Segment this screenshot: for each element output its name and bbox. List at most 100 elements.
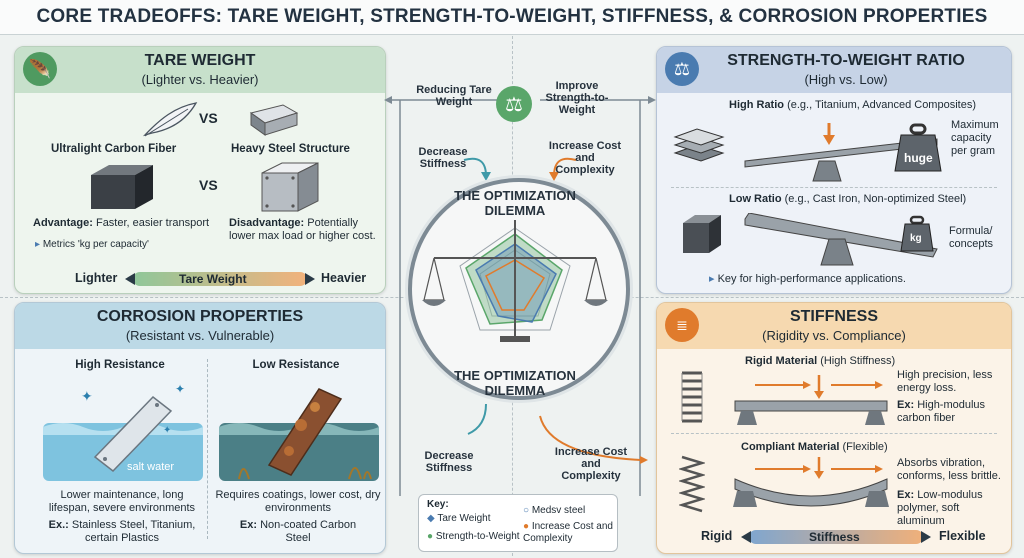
rigid-beam-illustration — [734, 375, 888, 425]
key-cost-text: Increase Cost and Complexity — [523, 521, 613, 544]
kg-weight-label: kg — [910, 233, 922, 244]
center-balance-icon: ⚖ — [496, 86, 532, 122]
legend-key: Key: ◆ Tare Weight ● Strength-to-Weight … — [418, 494, 618, 552]
high-ratio-heading: High Ratio (e.g., Titanium, Advanced Com… — [729, 99, 1009, 112]
rigid-ex-text: High-modulus carbon fiber — [897, 399, 986, 424]
feather-illustration — [142, 102, 198, 137]
corrosion-header: CORROSION PROPERTIES (Resistant vs. Vuln… — [15, 303, 385, 349]
flexible-beam-illustration — [733, 457, 889, 507]
disadvantage-text: Potentially lower max load or higher cos… — [229, 217, 376, 242]
balance-scale-icon: ⚖ — [665, 52, 699, 86]
rigid-ex-label: Ex: — [897, 399, 915, 411]
ring-icon: ○ — [523, 505, 530, 516]
advantage-text: Faster, easier transport — [95, 217, 210, 229]
comp-ex-text: Low-modulus polymer, soft aluminum — [897, 489, 983, 527]
stiffness-scale-left: Rigid — [701, 529, 733, 543]
high-ratio-example: (e.g., Titanium, Advanced Composites) — [787, 99, 976, 111]
low-ratio-label: Low Ratio — [729, 193, 782, 205]
decrease-stiffness-top-label: Decrease Stiffness — [418, 146, 468, 170]
huge-weight-illustration — [894, 123, 942, 172]
vs-label-1: VS — [199, 110, 218, 126]
low-resistance-desc: Requires coatings, lower cost, dry envir… — [215, 489, 381, 514]
stiffness-subtitle: (Rigidity vs. Compliance) — [762, 328, 906, 343]
spring-icon: ≣ — [665, 308, 699, 342]
heavy-steel-structure-label: Heavy Steel Structure — [231, 143, 350, 155]
low-ratio-lever — [744, 213, 938, 266]
dilemma-top-title: THE OPTIMIZATION DILEMMA — [454, 188, 576, 218]
high-resistance-example: Ex.: Stainless Steel, Titanium, certain … — [39, 519, 205, 545]
high-ex-text: Stainless Steel, Titanium, certain Plast… — [71, 519, 196, 544]
strength-title: STRENGTH-TO-WEIGHT RATIO — [727, 52, 965, 69]
page-title: CORE TRADEOFFS: TARE WEIGHT, STRENGTH-TO… — [0, 0, 1024, 35]
tare-weight-header: 🪶 TARE WEIGHT (Lighter vs. Heavier) — [15, 47, 385, 93]
rigid-note: High precision, less energy loss. — [897, 369, 993, 394]
stiffness-header: ≣ STIFFNESS (Rigidity vs. Compliance) — [657, 303, 1011, 349]
rigid-example: Ex: High-modulus carbon fiber — [897, 399, 1007, 425]
rigid-material-heading: Rigid Material (High Stiffness) — [745, 355, 945, 368]
dot-icon: ● — [427, 531, 434, 542]
strength-to-weight-panel: ⚖ STRENGTH-TO-WEIGHT RATIO (High vs. Low… — [656, 46, 1012, 294]
key-tare-text: Tare Weight — [437, 513, 491, 524]
svg-text:✦: ✦ — [175, 382, 185, 396]
key-applications-text: Key for high-performance applications. — [717, 273, 906, 285]
strength-divider — [671, 187, 997, 188]
compliant-example: Ex: Low-modulus polymer, soft aluminum — [897, 489, 1009, 528]
corrosion-panel: CORROSION PROPERTIES (Resistant vs. Vuln… — [14, 302, 386, 554]
low-resistance-title: Low Resistance — [252, 359, 340, 371]
stiff-spring-illustration — [681, 371, 703, 423]
svg-text:✦: ✦ — [163, 425, 171, 436]
key-title: Key: — [427, 499, 449, 510]
vs-label-2: VS — [199, 177, 218, 193]
diamond-icon: ◆ — [427, 513, 435, 524]
rusty-plate-in-water-illustration — [219, 388, 379, 481]
key-item-cost: ● Increase Cost and Complexity — [523, 521, 615, 545]
kg-weight-illustration — [900, 215, 934, 252]
high-ratio-lever — [744, 123, 938, 182]
tare-weight-subtitle: (Lighter vs. Heavier) — [141, 72, 259, 87]
soft-spring-illustration — [679, 455, 705, 513]
radar-balance-chart — [422, 220, 608, 342]
high-ex-label: Ex.: — [48, 519, 69, 531]
tare-scale-mid: Tare Weight — [179, 272, 247, 286]
tare-scale-arrow — [125, 272, 315, 286]
stainless-plate-in-water-illustration: ✦ ✦ ✦ — [43, 382, 203, 481]
orange-dot-icon: ● — [523, 521, 530, 532]
high-resistance-title: High Resistance — [75, 359, 165, 371]
ultralight-carbon-fiber-label: Ultralight Carbon Fiber — [51, 143, 177, 155]
tare-disadvantage: Disadvantage: Potentially lower max load… — [229, 217, 379, 243]
disadvantage-label: Disadvantage: — [229, 217, 305, 229]
composite-plates-illustration — [673, 128, 725, 162]
stiffness-panel: ≣ STIFFNESS (Rigidity vs. Compliance) Ri… — [656, 302, 1012, 554]
metric-text: Metrics 'kg per capacity' — [42, 239, 149, 250]
stiffness-scale-arrow — [741, 530, 931, 544]
improve-strength-label: Improve Strength-to-Weight — [545, 80, 609, 116]
corrosion-divider — [207, 359, 208, 539]
decrease-stiffness-bottom-label: Decrease Stiffness — [424, 450, 474, 474]
increase-cost-top-label: Increase Cost and Complexity — [548, 140, 622, 176]
stiffness-divider — [671, 433, 997, 434]
steel-cube-illustration — [261, 162, 319, 212]
optimization-dilemma-circle — [408, 178, 630, 400]
salt-water-label: salt water — [127, 461, 175, 473]
steel-ingot-illustration — [249, 104, 299, 136]
low-ratio-note: Formula/ concepts — [949, 225, 994, 250]
tare-weight-panel: 🪶 TARE WEIGHT (Lighter vs. Heavier) VS U… — [14, 46, 386, 294]
reducing-tare-weight-label: Reducing Tare Weight — [416, 84, 492, 108]
key-steel-text: Medsv steel — [531, 505, 586, 516]
rigid-material-paren: (High Stiffness) — [820, 355, 896, 367]
tare-advantage: Advantage: Faster, easier transport — [33, 217, 223, 230]
key-item-steel: ○ Medsv steel — [523, 505, 585, 517]
compliant-material-paren: (Flexible) — [842, 441, 888, 453]
high-ratio-label: High Ratio — [729, 99, 784, 111]
comp-ex-label: Ex: — [897, 489, 915, 501]
low-ex-label: Ex: — [239, 519, 258, 531]
high-resistance-desc: Lower maintenance, long lifespan, severe… — [48, 489, 196, 514]
bullet-arrow-icon: ▸ — [709, 273, 715, 285]
stiffness-scale-right: Flexible — [939, 529, 986, 543]
tare-weight-title: TARE WEIGHT — [144, 52, 256, 69]
dilemma-bottom-title: THE OPTIMIZATION DILEMMA — [454, 368, 576, 398]
key-item-tare: ◆ Tare Weight — [427, 513, 491, 525]
tare-scale-right: Heavier — [321, 271, 367, 285]
svg-text:✦: ✦ — [81, 388, 93, 404]
feather-icon: 🪶 — [23, 52, 57, 86]
